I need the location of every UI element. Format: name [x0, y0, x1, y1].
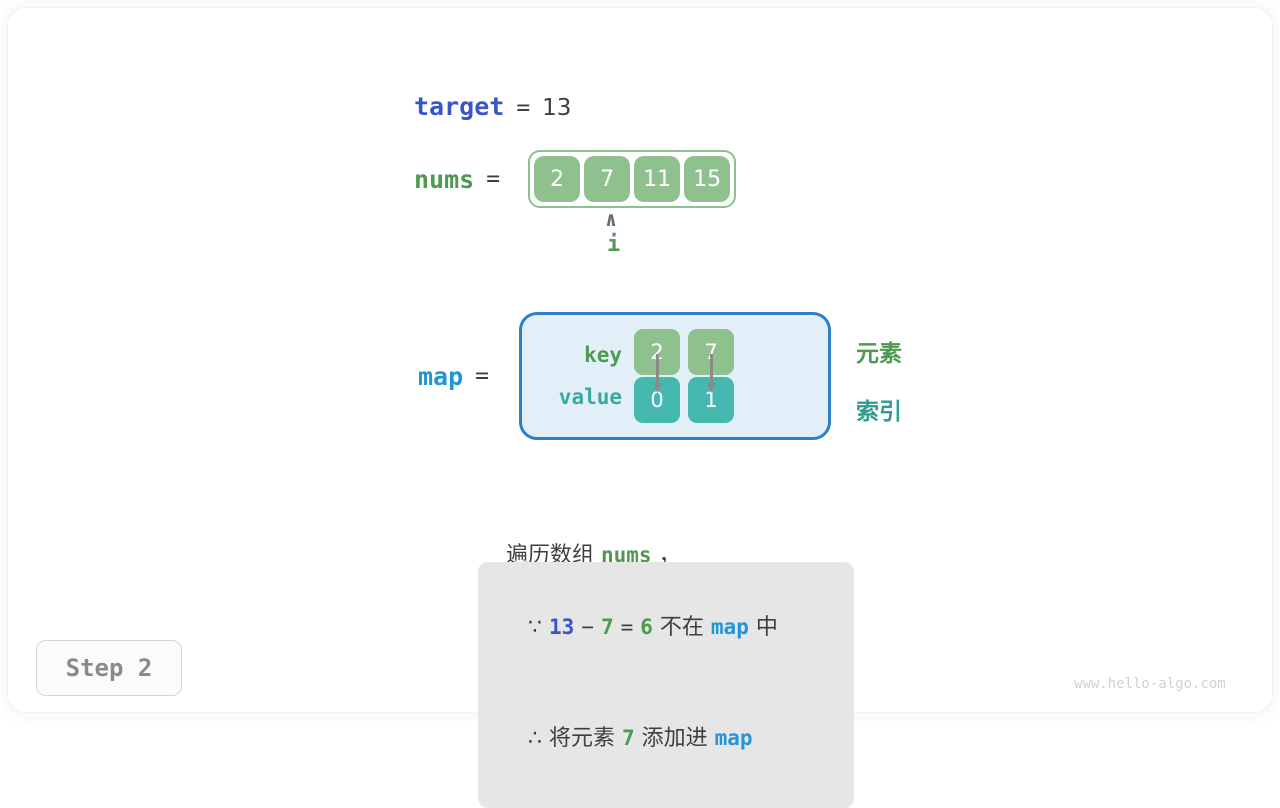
note-minus-operator: −: [581, 614, 594, 639]
note2-text-start: 将元素: [541, 725, 622, 751]
note2-text-mid: 添加进: [634, 725, 715, 751]
note-line-1: ∵ 13 − 7 = 6 不在 map 中: [500, 573, 832, 684]
map-entries: 2 0 7 1: [634, 329, 735, 423]
nums-variable-name: nums: [414, 164, 475, 194]
target-variable-name: target: [414, 92, 505, 121]
map-key-label: key: [584, 343, 623, 367]
pointer-label-i: i: [607, 232, 621, 257]
nums-array-container: 2 7 11 15: [528, 150, 737, 208]
map-key-to-value-arrow-icon: [707, 354, 716, 393]
nums-equals-sign: =: [486, 166, 501, 192]
watermark: www.hello-algo.com: [1074, 676, 1226, 692]
note-current-element: 7: [600, 614, 614, 639]
therefore-symbol-icon: ∴: [527, 725, 542, 751]
note-line-2: ∴ 将元素 7 添加进 map: [500, 684, 832, 795]
step-badge-label: Step 2: [65, 654, 153, 682]
note2-map-reference: map: [714, 725, 753, 750]
map-container: key value 2 0 7 1: [519, 312, 832, 440]
nums-row: nums = 2 7 11 15: [414, 150, 737, 208]
map-key-cell: 2: [634, 329, 681, 375]
pointer-caret-icon: ∧: [605, 207, 618, 231]
map-variable-name: map: [418, 361, 464, 391]
nums-cell: 15: [684, 156, 731, 202]
side-label-index: 索引: [856, 399, 902, 425]
step-badge: Step 2: [36, 640, 182, 696]
target-row: target = 13: [414, 92, 571, 121]
map-entry: 7 1: [688, 329, 735, 423]
note-equals-operator: =: [620, 614, 634, 639]
target-equals-sign: =: [516, 95, 531, 121]
side-label-element: 元素: [856, 341, 902, 367]
map-row: map = key value 2 0 7 1: [418, 312, 832, 440]
map-entry: 2 0: [634, 329, 681, 423]
map-side-labels: 元素 索引: [856, 334, 902, 426]
nums-cell: 2: [534, 156, 581, 202]
caption-suffix: ，: [651, 543, 681, 568]
note-target-value: 13: [548, 614, 575, 639]
caption-line: 遍历数组 nums ，: [492, 512, 681, 569]
map-row-labels: key value: [522, 343, 634, 409]
note-text-mid: 不在: [652, 614, 711, 640]
note-text-end: 中: [748, 614, 778, 640]
map-value-label: value: [558, 385, 623, 409]
note-complement-value: 6: [640, 614, 653, 639]
note2-element-value: 7: [621, 725, 635, 750]
map-equals-sign: =: [475, 363, 490, 389]
because-symbol-icon: ∵: [527, 614, 542, 640]
note-box: ∵ 13 − 7 = 6 不在 map 中 ∴ 将元素 7 添加进 map: [478, 562, 854, 808]
target-value: 13: [542, 95, 572, 121]
note-map-reference: map: [710, 614, 749, 639]
map-key-cell: 7: [688, 329, 735, 375]
map-key-to-value-arrow-icon: [653, 354, 662, 393]
nums-cell: 7: [584, 156, 631, 202]
nums-cell: 11: [634, 156, 681, 202]
